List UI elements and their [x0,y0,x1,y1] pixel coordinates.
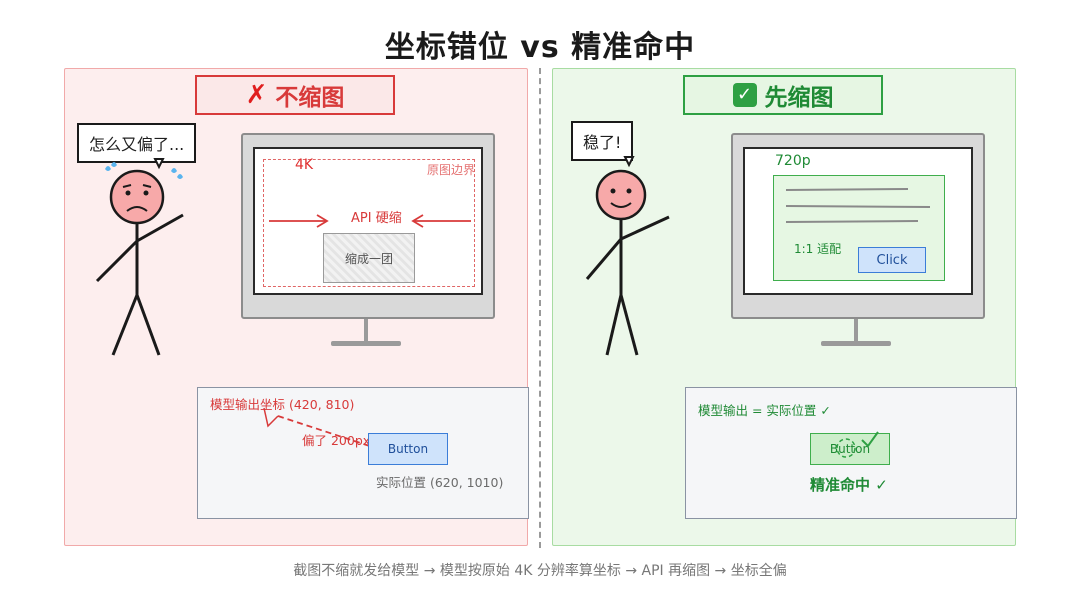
model-output-equals-actual: 模型输出 = 实际位置 ✓ [698,403,831,418]
check-mark-icon: ✓ [732,83,757,107]
content-lines [785,188,931,223]
hit-marker [836,431,879,458]
center-divider [539,68,541,548]
compress-arrows [269,214,471,228]
fitted-screenshot-box: 1:1 适配 Click [773,175,945,281]
right-coordinate-card: 模型输出 = 实际位置 ✓ Button 精准命中 ✓ [685,387,1017,519]
right-header-label: 先缩图 [764,85,834,111]
shrunk-box: 缩成一团 [323,233,415,283]
monitor-base [331,341,401,346]
model-output-coordinate: 模型输出坐标 (420, 810) [210,397,355,412]
monitor-neck [854,319,858,343]
panel-no-resize: ✗ 不缩图 怎么又偏了... 4K 原图边界 [64,68,529,546]
target-button-label: Button [387,442,429,456]
cross-icon: ✗ [245,80,268,110]
monitor-frame: 4K 原图边界 API 硬缩 缩成一团 [241,133,495,319]
monitor-base [821,341,891,346]
label-original-boundary: 原图边界 [426,163,475,177]
target-button-label: Button [829,442,871,456]
panel-resize-first: ✓ 先缩图 稳了! 720p 1:1 适配 [552,68,1017,546]
offset-label: 偏了 200px [302,433,371,448]
right-header: ✓ 先缩图 [683,75,883,115]
original-boundary-box [263,159,475,287]
label-720p: 720p [775,153,811,169]
click-button[interactable]: Click [858,247,926,273]
label-api-resize: API 硬缩 [351,211,402,226]
fit-label: 1:1 适配 [794,242,842,256]
monitor-screen: 720p 1:1 适配 Click [743,147,973,295]
right-speech-bubble: 稳了! [571,121,634,161]
left-header: ✗ 不缩图 [195,75,395,115]
monitor-screen: 4K 原图边界 API 硬缩 缩成一团 [253,147,483,295]
target-button[interactable]: Button [368,433,448,465]
actual-position: 实际位置 (620, 1010) [376,475,504,490]
target-button[interactable]: Button [810,433,890,465]
left-header-label: 不缩图 [275,85,345,111]
bottom-caption: 截图不缩就发给模型 → 模型按原始 4K 分辨率算坐标 → API 再缩图 → … [293,563,787,579]
offset-arrow [263,407,408,458]
monitor-neck [364,319,368,343]
monitor-frame: 720p 1:1 适配 Click [731,133,985,319]
page-title: 坐标错位 vs 精准命中 [384,30,696,65]
confused-stick-figure [95,158,184,356]
hit-result: 精准命中 ✓ [810,476,888,494]
click-button-label: Click [876,252,908,268]
left-speech-bubble: 怎么又偏了... [77,123,197,163]
happy-stick-figure [585,156,670,356]
left-coordinate-card: 模型输出坐标 (420, 810) 偏了 200px Button 实际位置 (… [197,387,529,519]
shrunk-label: 缩成一团 [344,251,393,266]
label-4k: 4K [295,157,314,173]
